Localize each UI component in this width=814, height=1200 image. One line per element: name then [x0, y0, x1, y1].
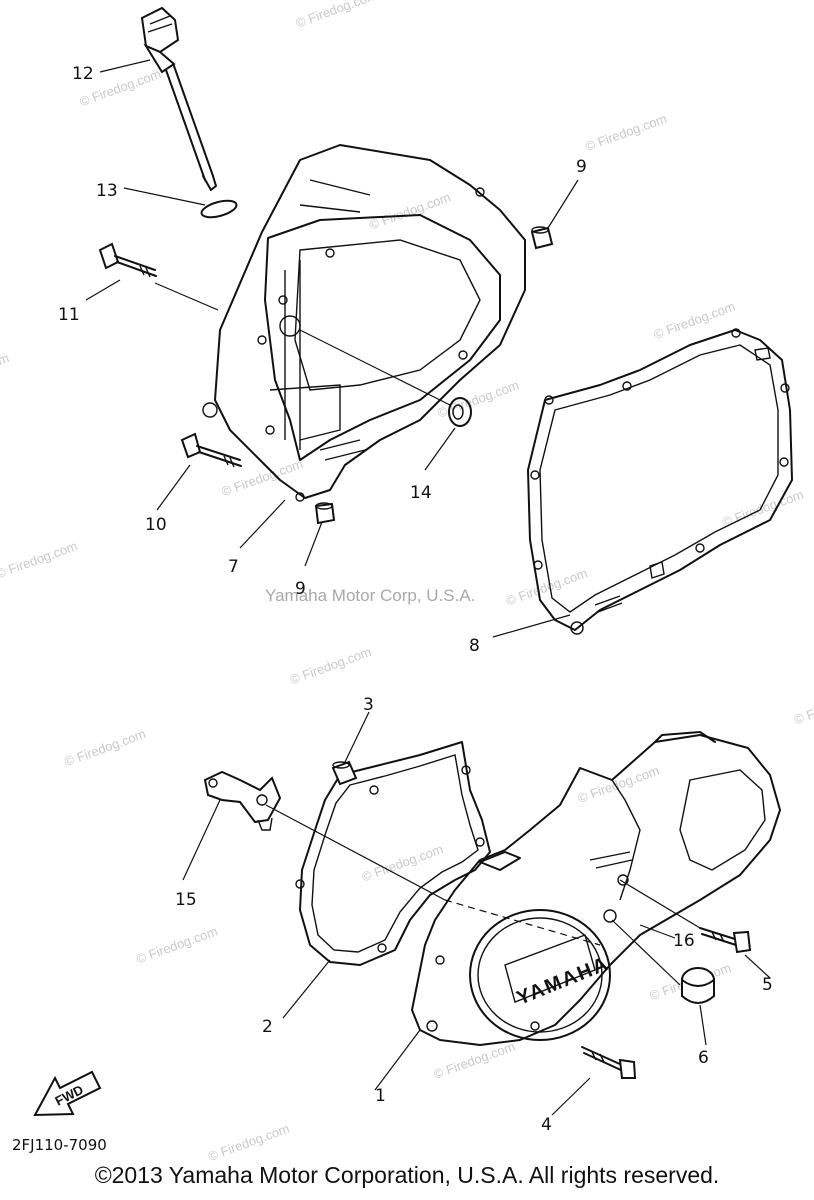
dowel-pin-lower — [314, 502, 336, 525]
callout-2: 2 — [262, 1017, 273, 1037]
plug — [681, 967, 715, 1004]
dowel-pin-upper — [530, 226, 554, 250]
callout-7: 7 — [228, 557, 239, 577]
callout-9-lower: 9 — [295, 579, 306, 599]
o-ring — [200, 199, 238, 219]
watermark: © Firedog.com — [62, 726, 147, 769]
callout-9-upper: 9 — [576, 157, 587, 177]
watermark: © Firedog.com — [583, 111, 668, 154]
bracket — [203, 770, 282, 831]
crankcase-cover — [202, 144, 526, 502]
lower-leader-lines — [182, 711, 771, 1116]
watermark: © Firedog.com — [134, 923, 219, 966]
watermark: © Firedog.com — [360, 841, 445, 884]
watermark: © Firedog.com — [576, 763, 661, 806]
cover-gasket — [527, 328, 793, 635]
bolt-10 — [180, 432, 242, 468]
callout-16: 16 — [673, 931, 695, 951]
callouts: 12 13 9 11 10 14 7 9 8 3 15 16 5 2 6 1 4 — [58, 64, 773, 1135]
callout-10: 10 — [145, 515, 167, 535]
watermark: © Firedog.com — [288, 644, 373, 687]
callout-13: 13 — [96, 181, 118, 201]
callout-12: 12 — [72, 64, 94, 84]
upper-leader-lines — [85, 59, 579, 638]
watermark: © Firedog.com — [504, 565, 589, 608]
watermark: © Firedog.com — [792, 684, 814, 727]
callout-11: 11 — [58, 305, 80, 325]
diagram-code: 2FJ110-7090 — [12, 1136, 107, 1154]
callout-8: 8 — [469, 636, 480, 656]
callout-5: 5 — [762, 975, 773, 995]
screw-16 — [699, 927, 752, 954]
watermark: © Firedog.com — [0, 538, 79, 581]
copyright-notice: ©2013 Yamaha Motor Corporation, U.S.A. A… — [94, 1162, 720, 1188]
center-watermark: Yamaha Motor Corp, U.S.A. — [265, 586, 475, 605]
callout-3: 3 — [363, 695, 374, 715]
watermark: © Firedog.com — [367, 189, 452, 232]
watermark: © Firedog.com — [0, 350, 11, 393]
bolt-4 — [581, 1046, 637, 1079]
bolt-11 — [98, 242, 157, 278]
dowel-pin-3 — [331, 760, 358, 786]
watermark: © Firedog.com — [206, 1121, 291, 1164]
callout-15: 15 — [175, 890, 197, 910]
callout-14: 14 — [410, 483, 432, 503]
oil-seal — [448, 397, 472, 427]
lower-gasket — [295, 741, 491, 966]
fwd-arrow: FWD — [33, 1070, 102, 1117]
watermark: © Firedog.com — [652, 299, 737, 342]
cover-brand-text: YAMAHA — [514, 953, 613, 1010]
callout-1: 1 — [375, 1086, 386, 1106]
watermark: © Firedog.com — [294, 0, 379, 31]
dipstick — [140, 6, 217, 191]
callout-4: 4 — [541, 1115, 552, 1135]
callout-6: 6 — [698, 1048, 709, 1068]
